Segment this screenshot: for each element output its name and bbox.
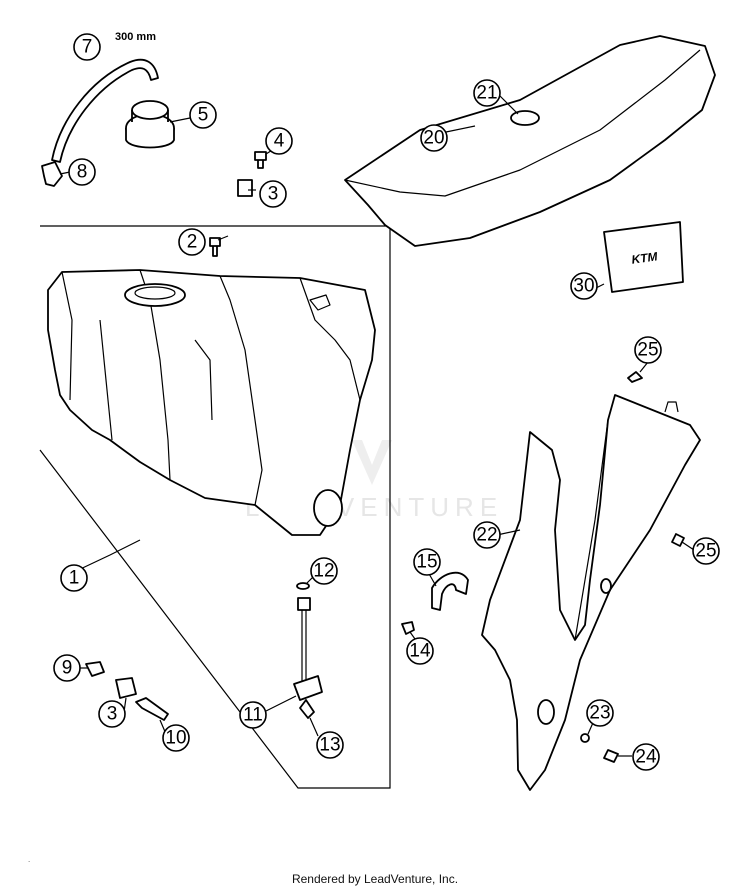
side-panel — [481, 394, 701, 791]
callout-14[interactable]: 14 — [406, 637, 434, 665]
svg-text:15: 15 — [416, 552, 437, 573]
screw-25-upper — [627, 371, 643, 383]
svg-text:30: 30 — [573, 276, 594, 297]
fuel-tap — [293, 597, 323, 719]
svg-text:4: 4 — [274, 131, 285, 152]
footer-caption: Rendered by LeadVenture, Inc. — [291, 872, 459, 886]
screw-2 — [209, 237, 221, 257]
callout-9[interactable]: 9 — [53, 654, 81, 682]
callout-7[interactable]: 7 — [73, 33, 101, 61]
screw-4 — [254, 151, 267, 169]
svg-text:25: 25 — [695, 541, 716, 562]
screw-25-lower — [671, 533, 685, 547]
callout-30[interactable]: 30 — [570, 272, 598, 300]
svg-text:20: 20 — [423, 128, 444, 149]
svg-text:10: 10 — [165, 728, 186, 749]
callout-8[interactable]: 8 — [68, 158, 96, 186]
callout-25-lower[interactable]: 25 — [692, 537, 720, 565]
washer-23 — [580, 733, 590, 743]
callout-2[interactable]: 2 — [178, 228, 206, 256]
svg-text:7: 7 — [82, 37, 93, 58]
callout-21[interactable]: 21 — [473, 79, 501, 107]
vent-hose — [51, 58, 159, 163]
callout-3-upper[interactable]: 3 — [259, 180, 287, 208]
callout-25-upper[interactable]: 25 — [634, 336, 662, 364]
seat — [344, 35, 716, 247]
watermark-logo-icon — [352, 440, 392, 485]
bolt-9 — [85, 661, 105, 677]
svg-text:2: 2 — [187, 232, 198, 253]
screw-24 — [603, 749, 619, 763]
svg-text:11: 11 — [243, 705, 263, 726]
svg-text:8: 8 — [77, 162, 88, 183]
fuel-hose — [431, 571, 469, 611]
svg-text:22: 22 — [476, 525, 497, 546]
callout-11[interactable]: 11 — [239, 701, 267, 729]
callout-12[interactable]: 12 — [310, 557, 338, 585]
callout-22[interactable]: 22 — [473, 521, 501, 549]
svg-text:21: 21 — [476, 83, 497, 104]
callout-24[interactable]: 24 — [632, 743, 660, 771]
callout-4[interactable]: 4 — [265, 127, 293, 155]
corner-mark: . — [28, 855, 31, 864]
hose-clamp — [401, 621, 415, 635]
svg-text:23: 23 — [589, 703, 610, 724]
svg-text:9: 9 — [62, 658, 73, 679]
fuel-tank — [47, 269, 376, 536]
svg-text:3: 3 — [107, 704, 118, 725]
svg-text:24: 24 — [635, 747, 657, 768]
seat-decal: KTM — [603, 221, 684, 293]
callout-1[interactable]: 1 — [60, 564, 88, 592]
callout-15[interactable]: 15 — [413, 548, 441, 576]
svg-text:3: 3 — [268, 184, 279, 205]
spacer-3-lower — [115, 677, 137, 699]
svg-text:12: 12 — [313, 561, 334, 582]
hose-length-label: 300 mm — [115, 31, 156, 43]
vent-valve — [41, 161, 63, 187]
svg-text:13: 13 — [319, 735, 340, 756]
callout-10[interactable]: 10 — [162, 724, 190, 752]
tank-group-frame — [39, 225, 391, 789]
fuel-cap — [125, 100, 175, 149]
svg-text:5: 5 — [198, 105, 209, 126]
svg-text:14: 14 — [409, 641, 431, 662]
svg-text:25: 25 — [637, 340, 658, 361]
callout-5[interactable]: 5 — [189, 101, 217, 129]
callout-3-lower[interactable]: 3 — [98, 700, 126, 728]
spacer-3-upper — [237, 179, 253, 197]
callout-23[interactable]: 23 — [586, 699, 614, 727]
screw-10 — [135, 697, 169, 721]
callout-13[interactable]: 13 — [316, 731, 344, 759]
svg-text:1: 1 — [69, 568, 80, 589]
callout-20[interactable]: 20 — [420, 124, 448, 152]
o-ring-12 — [296, 582, 310, 590]
svg-text:KTM: KTM — [631, 249, 660, 267]
